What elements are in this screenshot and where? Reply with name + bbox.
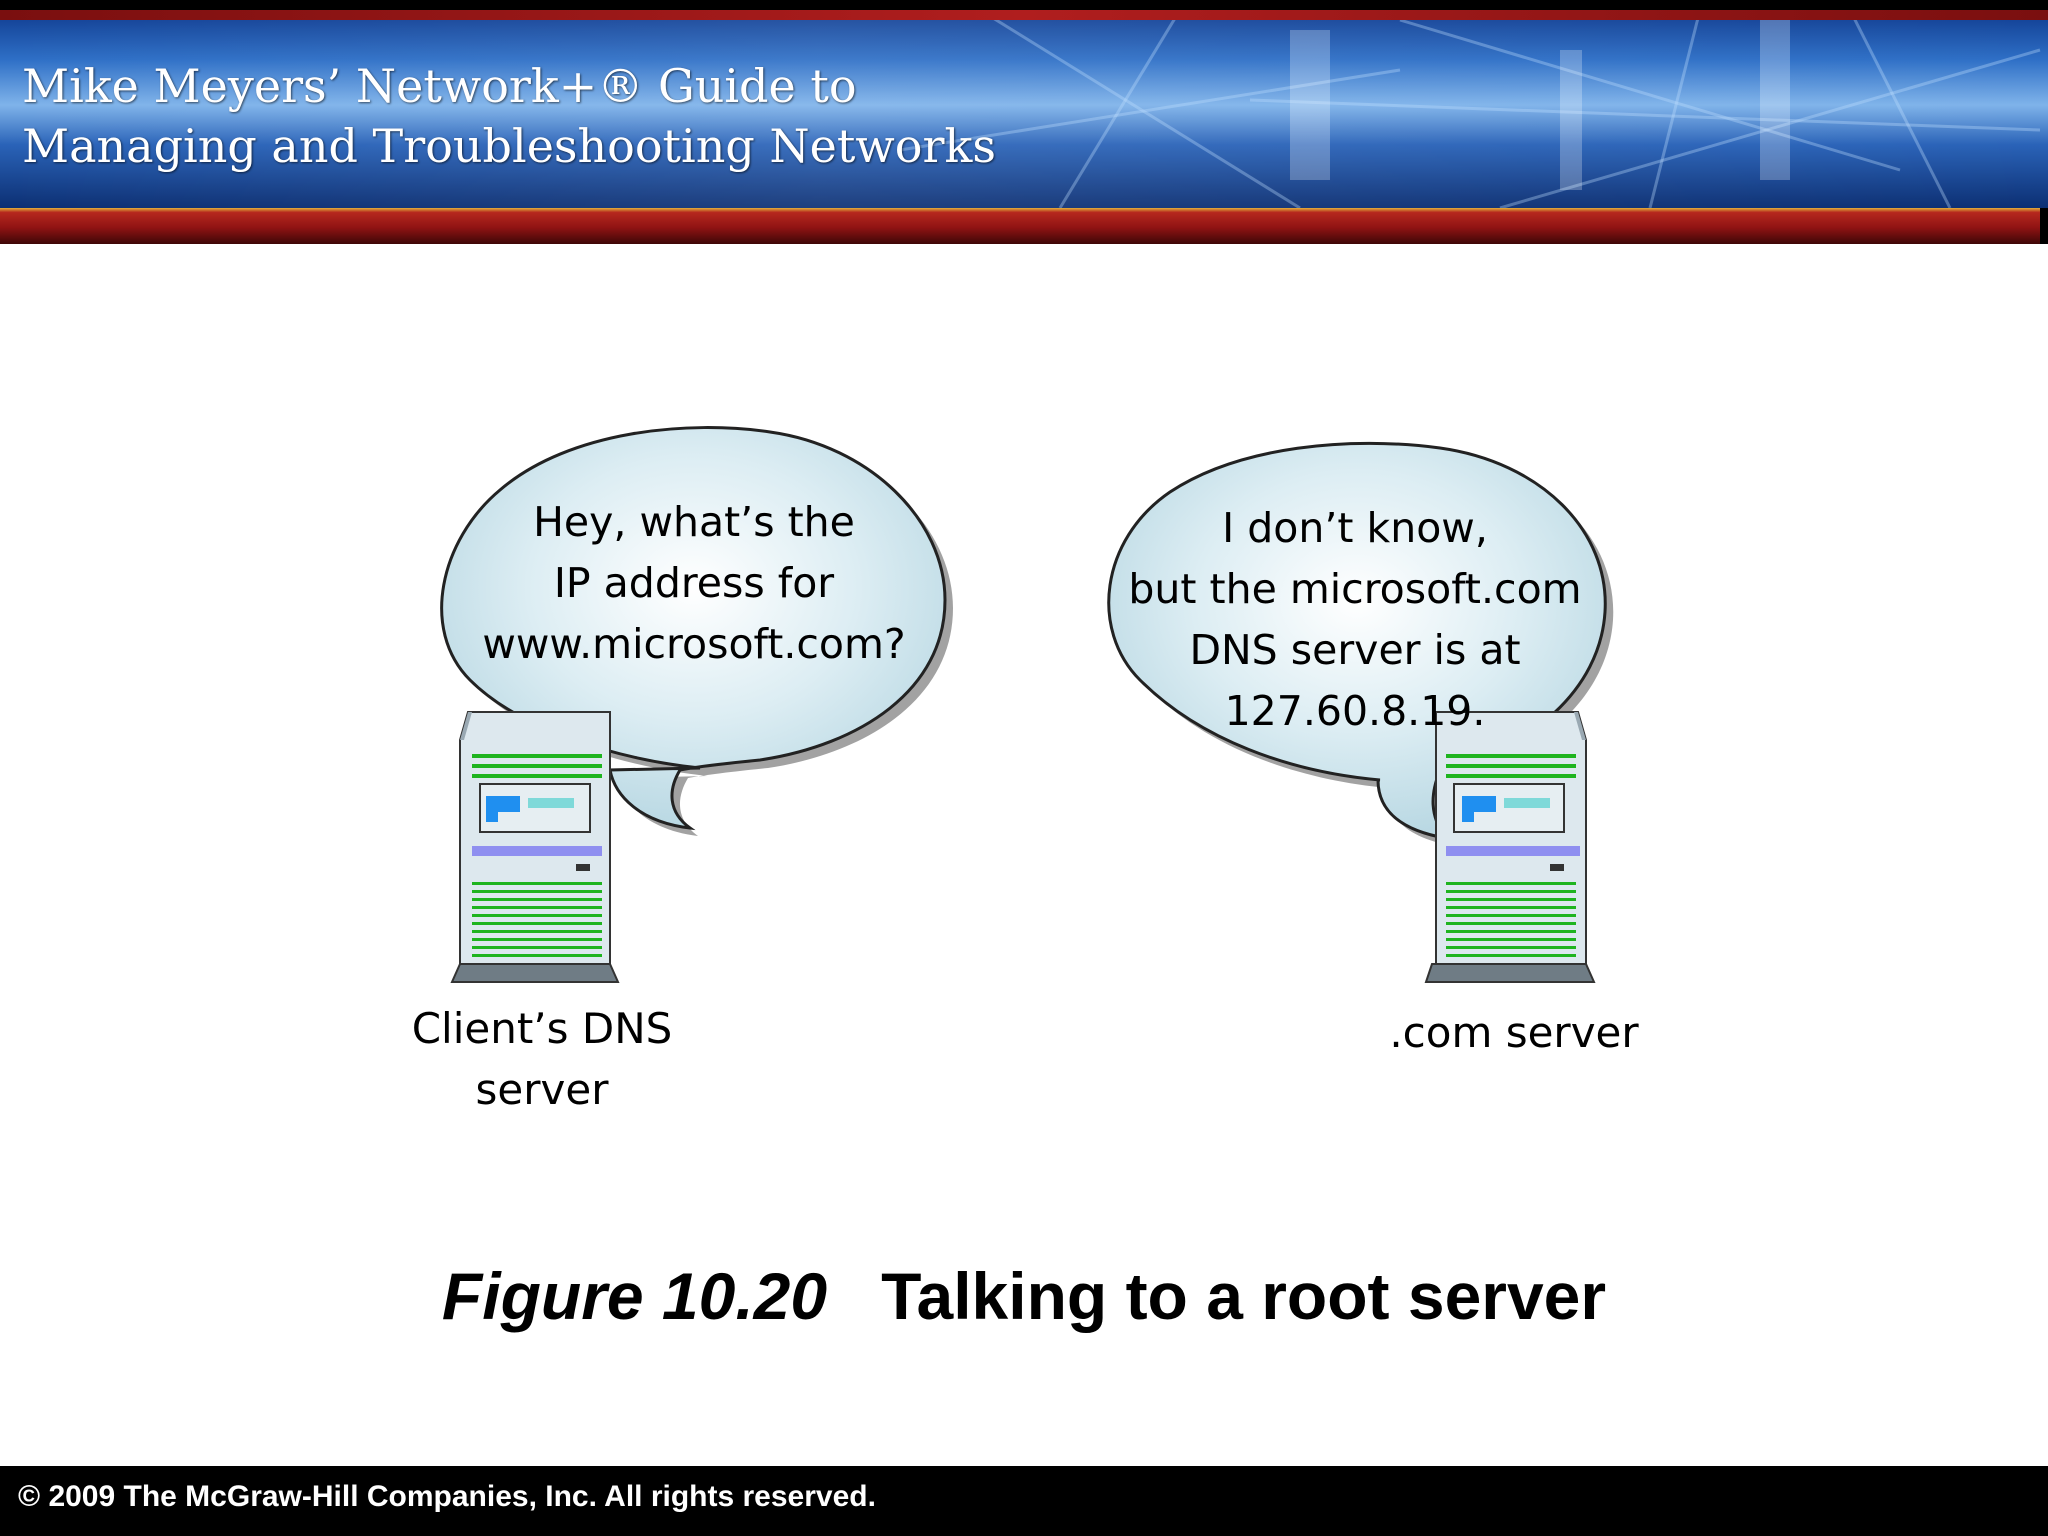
com-bubble-text: I don’t know, but the microsoft.com DNS … (1095, 498, 1615, 742)
book-title-line-1: Mike Meyers’ Network+® Guide to (22, 59, 857, 113)
footer-bar: © 2009 The McGraw-Hill Companies, Inc. A… (0, 1466, 2048, 1536)
client-bubble-line: www.microsoft.com? (482, 620, 906, 668)
banner-edge (2040, 208, 2048, 244)
client-bubble-line: IP address for (553, 559, 835, 607)
com-server-icon (1424, 711, 1596, 983)
banner-top-stripe (0, 10, 2048, 20)
book-title: Mike Meyers’ Network+® Guide to Managing… (22, 56, 996, 176)
book-title-line-2: Managing and Troubleshooting Networks (22, 119, 996, 173)
client-server-label: Client’s DNS server (342, 998, 742, 1120)
com-server-label: .com server (1389, 1008, 1639, 1057)
com-bubble-line: DNS server is at (1189, 626, 1521, 674)
client-server-label-line: server (475, 1065, 609, 1114)
figure-caption: Figure 10.20 Talking to a root server (0, 1258, 2048, 1334)
banner-network-texture (899, 10, 2041, 208)
header-banner (0, 10, 2048, 208)
top-border (0, 0, 2048, 10)
client-server-label-line: Client’s DNS (411, 1004, 673, 1053)
client-dns-server-icon (450, 711, 620, 983)
copyright-text: © 2009 The McGraw-Hill Companies, Inc. A… (18, 1480, 876, 1513)
com-bubble-line: 127.60.8.19. (1224, 687, 1486, 735)
client-bubble-line: Hey, what’s the (533, 498, 855, 546)
com-bubble-line: but the microsoft.com (1128, 565, 1582, 613)
banner-bottom-stripe (0, 208, 2048, 244)
com-bubble-line: I don’t know, (1222, 504, 1488, 552)
figure-title: Talking to a root server (881, 1259, 1607, 1333)
client-bubble-text: Hey, what’s the IP address for www.micro… (444, 492, 944, 675)
figure-number: Figure 10.20 (441, 1259, 828, 1333)
